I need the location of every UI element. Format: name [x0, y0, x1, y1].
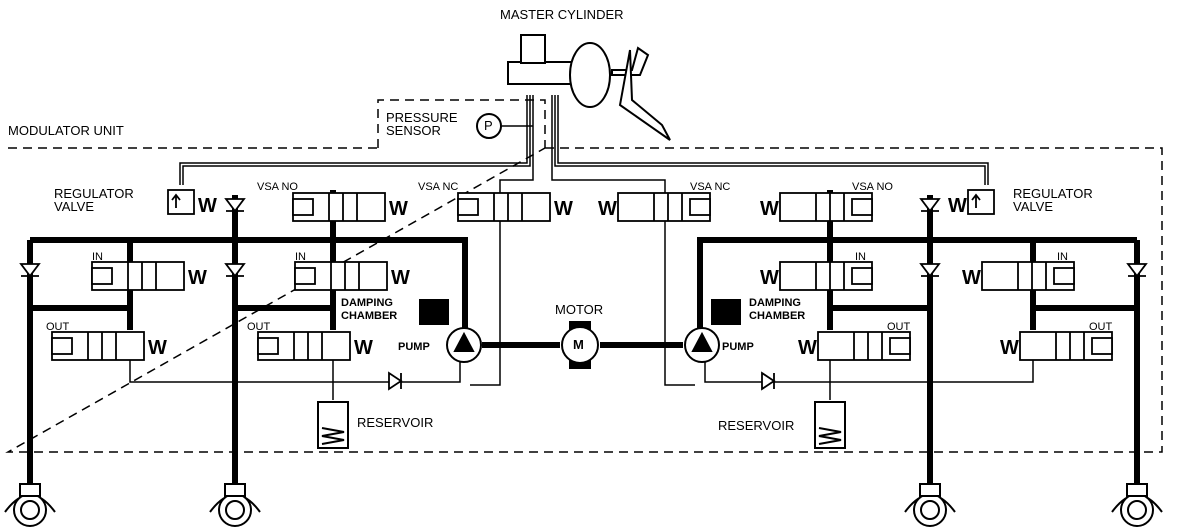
master-cylinder-label: MASTER CYLINDER — [500, 7, 624, 22]
brake-booster — [569, 42, 611, 108]
vsa-nc-left-valve: W — [457, 192, 573, 222]
out-valve-4-spring-icon: W — [1000, 337, 1019, 359]
regulator-valve-right-label: REGULATOR VALVE — [1013, 186, 1093, 214]
vsa-nc-right-valve: W — [598, 192, 711, 222]
vsa-nc-left-valve-spring-icon: W — [554, 198, 573, 220]
in-valve-2-label: IN — [295, 251, 306, 263]
wheel-brake-2 — [209, 483, 261, 527]
in-valve-2-spring-icon: W — [391, 267, 410, 289]
vsa-nc-right-label: VSA NC — [690, 181, 731, 193]
in-valve-1-spring-icon: W — [188, 267, 207, 289]
in-valve-3-label: IN — [855, 251, 866, 263]
out-valve-3: W — [798, 331, 911, 361]
out-valve-3-spring-icon: W — [798, 337, 817, 359]
reservoir-right-label: RESERVOIR — [718, 418, 795, 433]
in-valve-2: W — [294, 261, 410, 291]
pump-right-arrow — [691, 331, 713, 352]
motor-symbol: M — [573, 337, 584, 352]
right-circuit-supply-line — [554, 95, 989, 185]
pump-left-arrow — [453, 331, 475, 352]
vsa-nc-right-valve-spring-icon: W — [598, 198, 617, 220]
wheel-brake-1 — [4, 483, 56, 527]
in-valve-1: W — [91, 261, 207, 291]
left-circuit-supply-line — [179, 95, 531, 185]
right-main-line — [697, 237, 1137, 330]
vsa-no-right-label: VSA NO — [852, 181, 893, 193]
pump-right-label: PUMP — [722, 341, 754, 353]
check-valve-7 — [388, 371, 403, 391]
in-valve-4-spring-icon: W — [962, 267, 981, 289]
out-valve-2-spring-icon: W — [354, 337, 373, 359]
out-valve-4: W — [1000, 331, 1113, 361]
check-valve-1 — [19, 263, 41, 278]
reservoir-left-spring — [321, 427, 345, 445]
regulator-valve-left: W — [167, 189, 217, 217]
out-valve-1-spring-icon: W — [148, 337, 167, 359]
out-valve-4-label: OUT — [1089, 321, 1113, 333]
reservoir-right-spring — [818, 427, 842, 445]
wheel-brake-3 — [904, 483, 956, 527]
pressure-sensor-boundary — [377, 99, 546, 148]
out-valve-1-label: OUT — [46, 321, 70, 333]
vsa-no-left-valve: W — [292, 192, 408, 222]
modulator-unit-label: MODULATOR UNIT — [8, 123, 124, 138]
master-cylinder-body — [507, 61, 579, 85]
check-valve-4 — [919, 198, 941, 213]
brake-pedal — [611, 46, 650, 76]
damping-chamber-right-icon — [711, 299, 741, 325]
check-valve-8 — [761, 371, 776, 391]
in-valve-3: W — [760, 261, 873, 291]
pressure-sensor-label: PRESSURE SENSOR — [386, 110, 458, 138]
pressure-sensor-symbol: P — [484, 118, 493, 133]
regulator-valve-left-spring-icon: W — [198, 195, 217, 217]
check-valve-2 — [224, 198, 246, 213]
damping-chamber-left-label: DAMPING CHAMBER — [341, 297, 398, 322]
regulator-valve-right-spring-icon: W — [948, 195, 967, 217]
pressure-sensor-icon — [476, 113, 502, 139]
in-valve-1-label: IN — [92, 251, 103, 263]
damping-chamber-left-icon — [419, 299, 449, 325]
vsa-no-right-valve-spring-icon: W — [760, 198, 779, 220]
out-valve-2: W — [257, 331, 373, 361]
out-valve-3-label: OUT — [887, 321, 911, 333]
modulator-unit-boundary — [5, 147, 1163, 453]
motor-label: MOTOR — [555, 302, 604, 317]
regulator-valve-right: W — [948, 189, 995, 217]
check-valve-5 — [919, 263, 941, 278]
right-vsa-nc-feed — [551, 95, 695, 386]
vsa-nc-left-label: VSA NC — [418, 181, 459, 193]
master-cylinder-reservoir — [520, 34, 546, 64]
pump-left-label: PUMP — [398, 341, 430, 353]
in-valve-4-label: IN — [1057, 251, 1068, 263]
vsa-no-left-valve-spring-icon: W — [389, 198, 408, 220]
vsa-no-left-label: VSA NO — [257, 181, 298, 193]
out-valve-2-label: OUT — [247, 321, 271, 333]
wheel-brake-4 — [1111, 483, 1163, 527]
motor-icon — [561, 326, 599, 364]
brake-pedal-arm — [618, 49, 671, 141]
out-valve-1: W — [51, 331, 167, 361]
in-valve-4: W — [962, 261, 1075, 291]
vsa-no-right-valve: W — [760, 192, 873, 222]
check-valve-3 — [224, 263, 246, 278]
in-valve-3-spring-icon: W — [760, 267, 779, 289]
left-main-line — [30, 237, 468, 330]
regulator-valve-left-label: REGULATOR VALVE — [54, 186, 134, 214]
left-vsa-nc-feed — [470, 95, 534, 386]
damping-chamber-right-label: DAMPING CHAMBER — [749, 297, 806, 322]
check-valve-6 — [1126, 263, 1148, 278]
reservoir-left-label: RESERVOIR — [357, 415, 434, 430]
